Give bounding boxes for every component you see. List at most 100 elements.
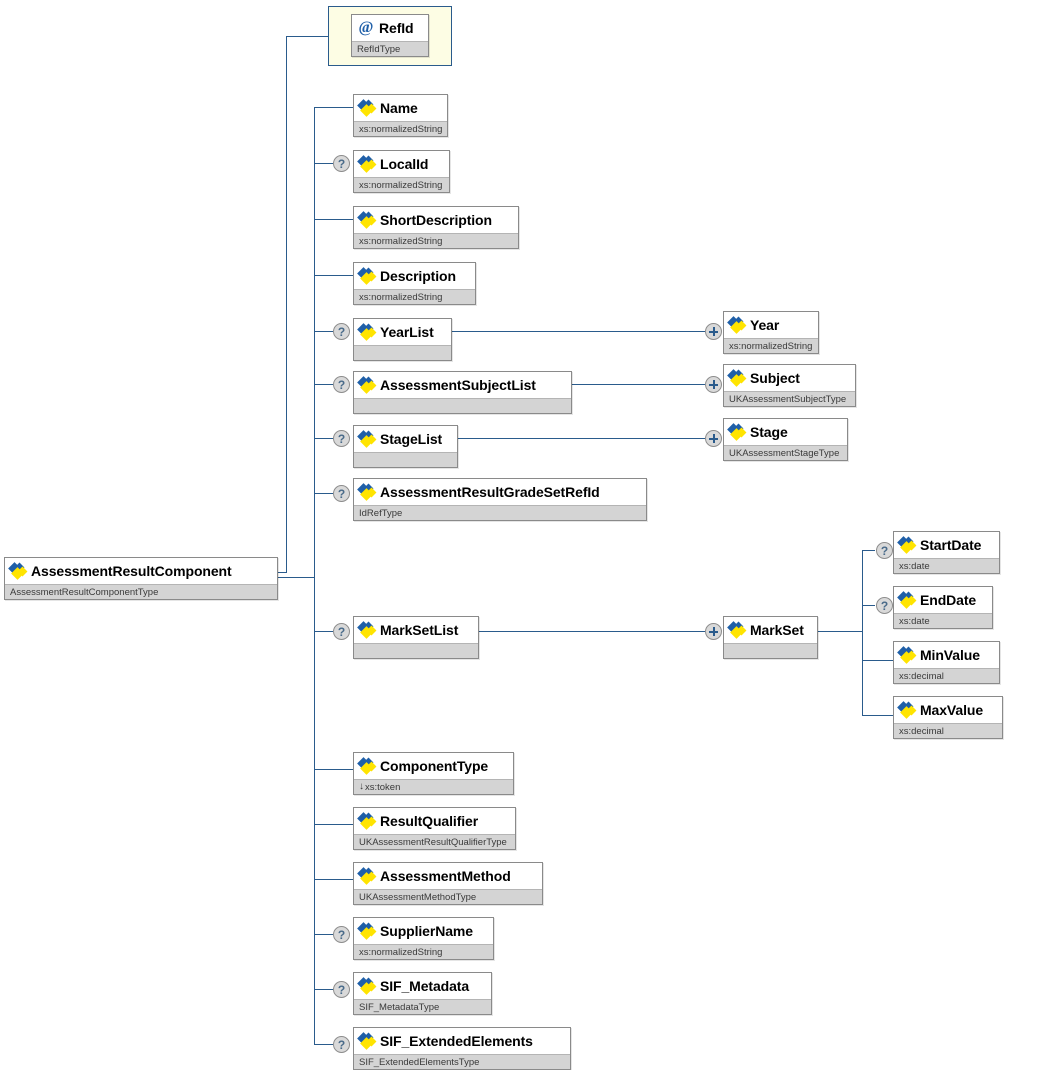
node-type bbox=[354, 452, 457, 467]
node-maxvalue[interactable]: MaxValue xs:decimal bbox=[893, 696, 1003, 739]
node-markset[interactable]: MarkSet bbox=[723, 616, 818, 659]
repeat-marker-stage bbox=[705, 430, 722, 447]
connector-stub-name bbox=[314, 107, 353, 108]
node-label: LocalId bbox=[380, 156, 429, 172]
connector-assessmentsubjectlist-to-subject bbox=[572, 384, 705, 385]
node-type bbox=[354, 643, 478, 658]
node-type: SIF_MetadataType bbox=[354, 999, 491, 1014]
node-type: xs:date bbox=[894, 613, 992, 628]
repeat-marker-year bbox=[705, 323, 722, 340]
node-resultqualifier[interactable]: ResultQualifier UKAssessmentResultQualif… bbox=[353, 807, 516, 850]
node-componenttype[interactable]: ComponentType ↓xs:token bbox=[353, 752, 514, 795]
element-icon bbox=[357, 323, 377, 341]
element-icon bbox=[357, 155, 377, 173]
element-icon bbox=[357, 621, 377, 639]
node-label: AssessmentSubjectList bbox=[380, 377, 536, 393]
element-icon bbox=[357, 812, 377, 830]
node-title: AssessmentResultGradeSetRefId bbox=[354, 479, 646, 505]
node-subject[interactable]: Subject UKAssessmentSubjectType bbox=[723, 364, 856, 407]
node-assessmentsubjectlist[interactable]: AssessmentSubjectList bbox=[353, 371, 572, 414]
node-label: MarkSetList bbox=[380, 622, 459, 638]
node-title: EndDate bbox=[894, 587, 992, 613]
node-title: SIF_Metadata bbox=[354, 973, 491, 999]
element-icon bbox=[897, 646, 917, 664]
connector-stub-marksetlist bbox=[314, 631, 333, 632]
connector-stub-minvalue bbox=[862, 660, 893, 661]
node-enddate[interactable]: EndDate xs:date bbox=[893, 586, 993, 629]
node-assessmentmethod[interactable]: AssessmentMethod UKAssessmentMethodType bbox=[353, 862, 543, 905]
node-type: UKAssessmentStageType bbox=[724, 445, 847, 460]
element-icon bbox=[727, 423, 747, 441]
node-title: Name bbox=[354, 95, 447, 121]
node-type bbox=[724, 643, 817, 658]
optional-marker-enddate: ? bbox=[876, 597, 893, 614]
node-type-restricted: ↓xs:token bbox=[354, 779, 513, 794]
node-stagelist[interactable]: StageList bbox=[353, 425, 458, 468]
connector-stub-localid bbox=[314, 163, 333, 164]
node-assessmentresultcomponent[interactable]: AssessmentResultComponent AssessmentResu… bbox=[4, 557, 278, 600]
node-description[interactable]: Description xs:normalizedString bbox=[353, 262, 476, 305]
connector-yearlist-to-year bbox=[452, 331, 705, 332]
node-title: LocalId bbox=[354, 151, 449, 177]
element-icon bbox=[357, 867, 377, 885]
node-type: IdRefType bbox=[354, 505, 646, 520]
connector-attribute-to-refid bbox=[286, 36, 328, 37]
node-suppliername[interactable]: SupplierName xs:normalizedString bbox=[353, 917, 494, 960]
connector-stub-stagelist bbox=[314, 438, 333, 439]
node-stage[interactable]: Stage UKAssessmentStageType bbox=[723, 418, 848, 461]
element-icon bbox=[357, 267, 377, 285]
node-title: SIF_ExtendedElements bbox=[354, 1028, 570, 1054]
element-icon bbox=[357, 922, 377, 940]
node-localid[interactable]: LocalId xs:normalizedString bbox=[353, 150, 450, 193]
optional-marker-assessmentresultgradesetrefid: ? bbox=[333, 485, 350, 502]
node-assessmentresultgradesetrefid[interactable]: AssessmentResultGradeSetRefId IdRefType bbox=[353, 478, 647, 521]
restriction-arrow-icon: ↓ bbox=[359, 781, 364, 792]
optional-marker-suppliername: ? bbox=[333, 926, 350, 943]
node-yearlist[interactable]: YearList bbox=[353, 318, 452, 361]
connector-root-to-attribute-branch bbox=[278, 572, 287, 573]
node-type: AssessmentResultComponentType bbox=[5, 584, 277, 599]
node-refid[interactable]: @ RefId RefIdType bbox=[351, 14, 429, 57]
connector-markset-out bbox=[818, 631, 863, 632]
node-minvalue[interactable]: MinValue xs:decimal bbox=[893, 641, 1000, 684]
connector-root-to-element-spine bbox=[278, 577, 315, 578]
node-label: Subject bbox=[750, 370, 800, 386]
connector-marksetlist-to-markset bbox=[479, 631, 705, 632]
node-type: xs:normalizedString bbox=[354, 121, 447, 136]
connector-element-spine bbox=[314, 107, 315, 1045]
element-icon bbox=[8, 562, 28, 580]
node-shortdescription[interactable]: ShortDescription xs:normalizedString bbox=[353, 206, 519, 249]
node-marksetlist[interactable]: MarkSetList bbox=[353, 616, 479, 659]
node-label: SIF_Metadata bbox=[380, 978, 470, 994]
node-title: SupplierName bbox=[354, 918, 493, 944]
element-icon bbox=[357, 977, 377, 995]
node-sifextendedelements[interactable]: SIF_ExtendedElements SIF_ExtendedElement… bbox=[353, 1027, 571, 1070]
connector-stagelist-to-stage bbox=[458, 438, 705, 439]
element-icon bbox=[897, 536, 917, 554]
node-name[interactable]: Name xs:normalizedString bbox=[353, 94, 448, 137]
node-title: Stage bbox=[724, 419, 847, 445]
node-year[interactable]: Year xs:normalizedString bbox=[723, 311, 819, 354]
node-label: Stage bbox=[750, 424, 788, 440]
connector-stub-shortdescription bbox=[314, 219, 353, 220]
node-label: StartDate bbox=[920, 537, 982, 553]
optional-marker-sifmetadata: ? bbox=[333, 981, 350, 998]
node-startdate[interactable]: StartDate xs:date bbox=[893, 531, 1000, 574]
node-title: ResultQualifier bbox=[354, 808, 515, 834]
node-title: ShortDescription bbox=[354, 207, 518, 233]
node-sifmetadata[interactable]: SIF_Metadata SIF_MetadataType bbox=[353, 972, 492, 1015]
node-title: Year bbox=[724, 312, 818, 338]
node-type: xs:normalizedString bbox=[354, 289, 475, 304]
node-title: MinValue bbox=[894, 642, 999, 668]
node-type: UKAssessmentSubjectType bbox=[724, 391, 855, 406]
element-icon bbox=[357, 376, 377, 394]
node-type: xs:normalizedString bbox=[354, 944, 493, 959]
repeat-marker-subject bbox=[705, 376, 722, 393]
node-label: ResultQualifier bbox=[380, 813, 479, 829]
node-title: StartDate bbox=[894, 532, 999, 558]
node-type: RefIdType bbox=[352, 41, 428, 56]
node-label: RefId bbox=[379, 20, 414, 36]
optional-marker-localid: ? bbox=[333, 155, 350, 172]
node-type: xs:decimal bbox=[894, 723, 1002, 738]
node-title: StageList bbox=[354, 426, 457, 452]
